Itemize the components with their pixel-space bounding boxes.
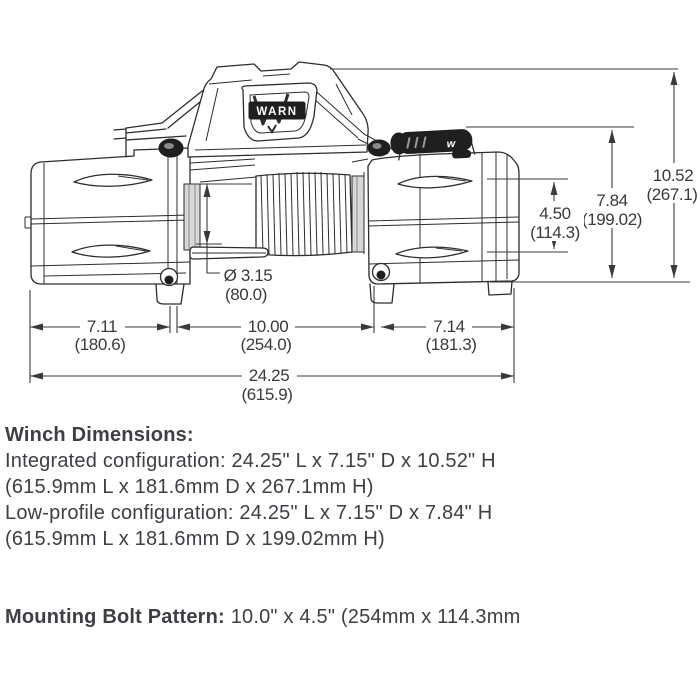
winch-dimensions-heading: Winch Dimensions: xyxy=(5,424,194,446)
winch-diagram: WARN xyxy=(24,61,700,404)
dim-drum-diameter-in: Ø 3.15 xyxy=(224,266,273,285)
integrated-config-metric-line: (615.9mm L x 181.6mm D x 267.1mm H) xyxy=(5,476,374,498)
rope-windings xyxy=(260,171,348,256)
clutch-logo-text: w xyxy=(446,138,457,151)
left-motor-housing xyxy=(24,147,191,305)
mounting-bolt-pattern-text: Mounting Bolt Pattern: 10.0" x 4.5" (254… xyxy=(5,604,695,630)
dim-overall-height-in: 10.52 xyxy=(653,166,694,185)
dim-bolt-length-in: 10.00 xyxy=(248,317,289,336)
dim-gear-side-length: 7.14 (181.3) xyxy=(381,317,514,354)
dim-motor-side-length: 7.11 (180.6) xyxy=(30,317,170,354)
dimension-annotations: 10.52 (267.1) 7.84 (199.02) 4.50 (114.3) xyxy=(29,68,700,404)
dim-bolt-height-mm: (114.3) xyxy=(530,223,580,242)
dim-motor-side-in: 7.11 xyxy=(87,317,117,336)
dim-overall-height: 10.52 (267.1) xyxy=(646,72,700,278)
warn-logo: WARN xyxy=(241,82,318,142)
dim-drum-diameter-mm: (80.0) xyxy=(225,285,267,304)
dim-low-profile-height: 7.84 (199.02) xyxy=(580,130,645,278)
low-profile-config-metric-line: (615.9mm L x 181.6mm D x 199.02mm H) xyxy=(5,528,385,550)
dim-bolt-pattern-length: 10.00 (254.0) xyxy=(177,317,374,354)
dim-overall-length: 24.25 (615.9) xyxy=(30,366,514,404)
control-pack: WARN xyxy=(187,61,369,158)
low-profile-config-line: Low-profile configuration: 24.25" L x 7.… xyxy=(5,502,493,524)
clutch-lever: w xyxy=(390,129,476,161)
dim-bolt-pattern-height: 4.50 (114.3) xyxy=(526,182,584,249)
dim-low-profile-in: 7.84 xyxy=(596,191,628,210)
winch-drawing: WARN xyxy=(24,61,520,305)
mounting-bolt-pattern-heading: Mounting Bolt Pattern: xyxy=(5,606,225,628)
dim-motor-side-mm: (180.6) xyxy=(74,335,125,354)
integrated-config-line: Integrated configuration: 24.25" L x 7.1… xyxy=(5,450,496,472)
right-gear-housing xyxy=(357,133,520,304)
mounting-bolt-pattern-value: 10.0" x 4.5" (254mm x 114.3mm xyxy=(230,606,521,628)
rope-drum xyxy=(183,158,370,260)
dim-low-profile-mm: (199.02) xyxy=(582,210,642,229)
dim-gear-side-in: 7.14 xyxy=(433,317,465,336)
dim-overall-length-mm: (615.9) xyxy=(241,385,292,404)
dim-overall-height-mm: (267.1) xyxy=(646,185,697,204)
dim-overall-length-in: 24.25 xyxy=(249,366,290,385)
dim-drum-diameter: Ø 3.15 (80.0) xyxy=(203,184,273,304)
dim-gear-side-mm: (181.3) xyxy=(425,335,476,354)
winch-dimensions-text: Winch Dimensions: Integrated configurati… xyxy=(5,422,695,552)
dim-bolt-height-in: 4.50 xyxy=(539,204,571,223)
dim-bolt-length-mm: (254.0) xyxy=(240,335,291,354)
warn-logo-text: WARN xyxy=(256,106,297,118)
